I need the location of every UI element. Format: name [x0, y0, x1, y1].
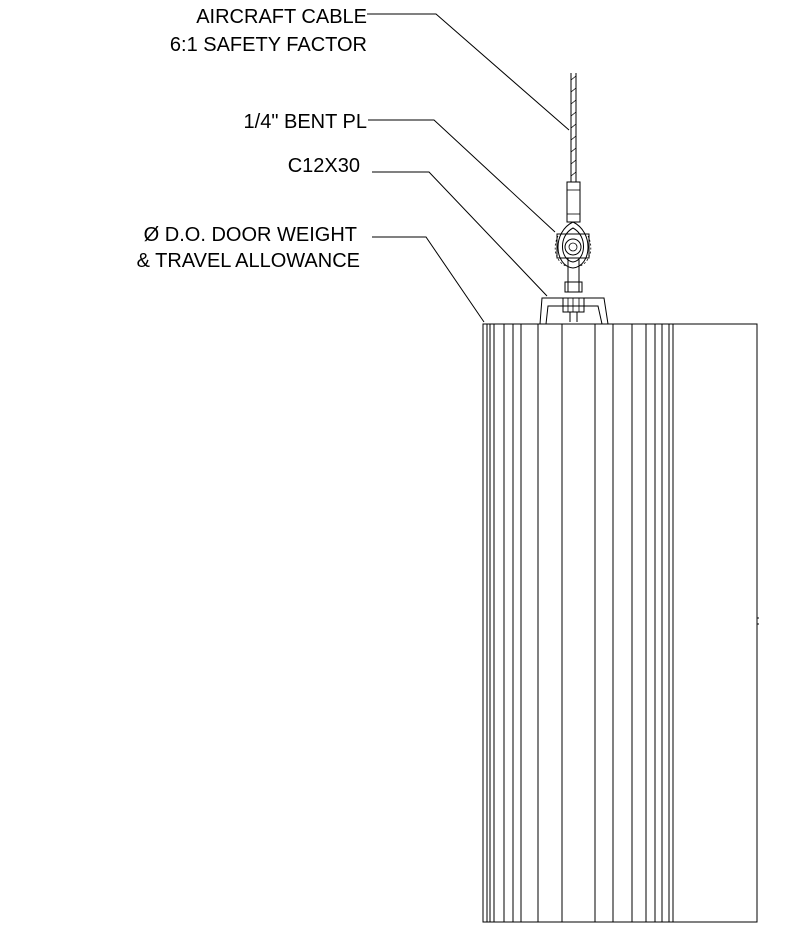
leader-cable	[367, 13, 570, 131]
leader-bent-plate	[368, 119, 556, 233]
label-travel-allowance: & TRAVEL ALLOWANCE	[137, 250, 360, 272]
label-door-weight: Ø D.O. DOOR WEIGHT	[144, 224, 357, 246]
label-safety-factor: 6:1 SAFETY FACTOR	[170, 34, 367, 56]
cable-swage-sleeve	[566, 181, 581, 223]
c12x30-channel	[539, 297, 609, 325]
leader-channel	[372, 171, 548, 297]
cable-thimble-eye	[554, 221, 592, 269]
aircraft-cable	[570, 73, 577, 182]
bolt-nut	[562, 281, 585, 322]
door-weight-body	[482, 323, 759, 923]
label-bent-plate: 1/4" BENT PL	[244, 111, 367, 133]
label-aircraft-cable: AIRCRAFT CABLE	[196, 6, 367, 28]
leader-door-weight	[372, 236, 485, 323]
label-channel: C12X30	[288, 155, 360, 177]
